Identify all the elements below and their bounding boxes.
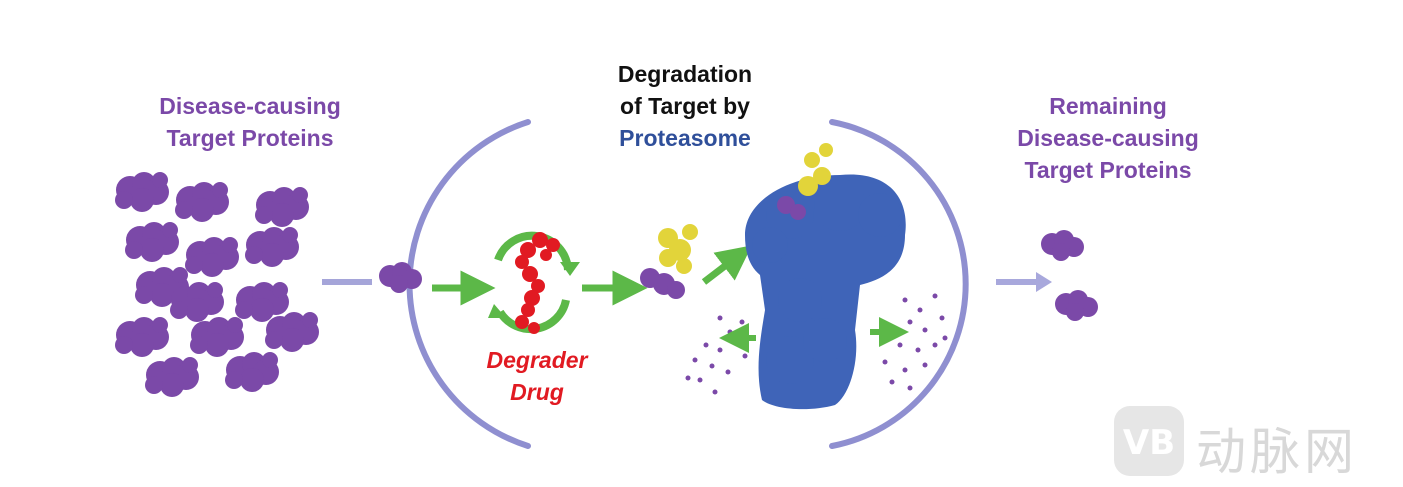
center-title-line2: of Target by	[620, 93, 750, 119]
right-title-line2: Disease-causing	[1017, 125, 1199, 151]
proteasome-cap-substrate-icon	[777, 143, 833, 220]
left-title-line2: Target Proteins	[166, 125, 334, 151]
remaining-protein-icon	[1041, 230, 1098, 321]
exit-arrow-head	[1036, 272, 1052, 292]
protein-cluster-icon	[115, 172, 319, 397]
watermark-logo-icon: VB	[1114, 406, 1184, 476]
watermark-text: 动脉网	[1196, 423, 1358, 481]
single-protein-icon	[379, 262, 422, 293]
peptide-fragments-left	[685, 315, 748, 395]
center-title-line1: Degradation	[617, 61, 753, 87]
peptide-fragments-right	[882, 293, 948, 391]
watermark-logo-text: VB	[1123, 423, 1175, 463]
right-arc	[829, 119, 969, 449]
ubiquitinated-target-icon	[640, 224, 698, 299]
right-title: Remaining Disease-causing Target Protein…	[978, 90, 1238, 186]
degrader-drug-icon	[515, 232, 560, 334]
degrader-drug-label: Degrader Drug	[452, 344, 622, 408]
center-title: Degradation of Target by Proteasome	[570, 58, 800, 154]
left-title-line1: Disease-causing	[159, 93, 341, 119]
drug-label-line2: Drug	[510, 379, 564, 405]
arrow-icon	[701, 245, 752, 285]
proteasome-icon	[745, 174, 906, 410]
right-title-line3: Target Proteins	[1024, 157, 1192, 183]
right-title-line1: Remaining	[1049, 93, 1167, 119]
left-title: Disease-causing Target Proteins	[120, 90, 380, 154]
center-title-line3: Proteasome	[619, 125, 751, 151]
drug-label-line1: Degrader	[486, 347, 588, 373]
